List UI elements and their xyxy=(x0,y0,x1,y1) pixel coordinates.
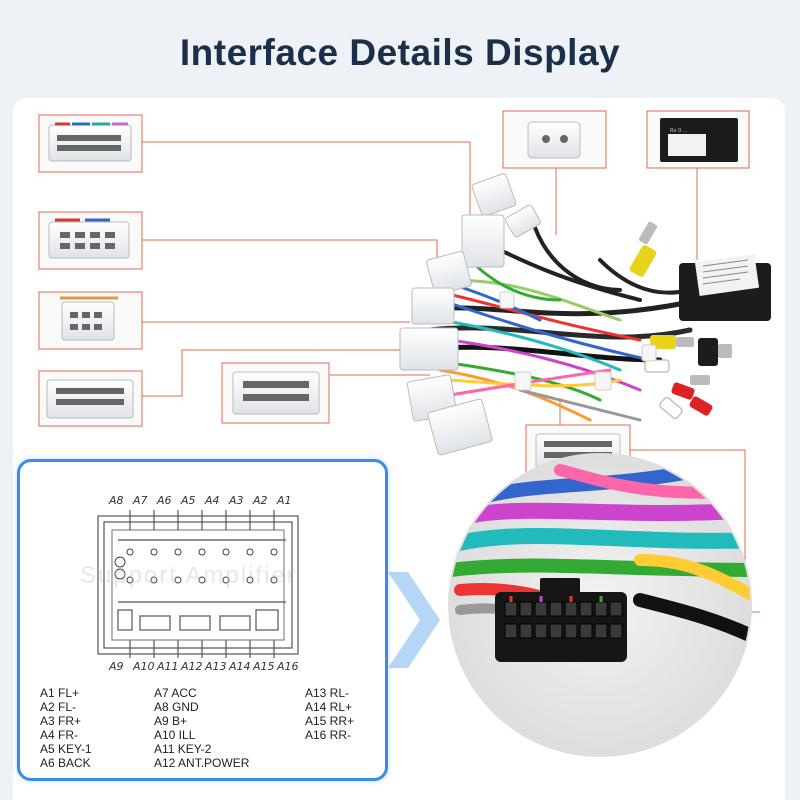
pin-list-item: A2 FL- xyxy=(40,700,77,714)
pinout-outline xyxy=(97,510,299,658)
pin-label-top: A2 xyxy=(253,494,268,507)
pin-label-bottom: A9 xyxy=(109,660,124,673)
pin-list-item: A10 ILL xyxy=(154,728,196,742)
pin-label-bottom: A15 xyxy=(253,660,275,673)
pin-label-bottom: A16 xyxy=(277,660,299,673)
pin-list-item: A9 B+ xyxy=(154,714,188,728)
pin-label-top: A3 xyxy=(229,494,244,507)
canbus-module xyxy=(679,253,771,321)
module-thumb-label: Rx 0 ... xyxy=(670,128,688,134)
connector-thumb-5 xyxy=(221,362,330,424)
connector-thumb-3 xyxy=(38,291,143,350)
connector-thumb-4 xyxy=(38,370,143,427)
pin-list-item: A1 FL+ xyxy=(40,686,80,700)
pinout-diagram xyxy=(97,510,299,658)
pin-label-top: A4 xyxy=(205,494,220,507)
connector-thumb-2 xyxy=(38,211,143,270)
pin-label-bottom: A13 xyxy=(205,660,227,673)
page-title: Interface Details Display xyxy=(179,32,621,73)
pin-list-item: A12 ANT.POWER xyxy=(154,756,250,770)
pin-list-col1: A1 FL+ A2 FL- A3 FR+ A4 FR- A5 KEY-1 A6 … xyxy=(40,686,92,770)
pin-list-item: A16 RR- xyxy=(305,728,352,742)
pin-label-bottom: A11 xyxy=(157,660,179,673)
pin-list-item: A8 GND xyxy=(154,700,199,714)
pin-label-top: A6 xyxy=(157,494,172,507)
pin-label-top: A7 xyxy=(133,494,148,507)
pin-list-item: A15 RR+ xyxy=(305,714,355,728)
connector-cavities xyxy=(504,601,623,639)
pin-list-col3: A13 RL- A14 RL+ A15 RR+ A16 RR- xyxy=(305,686,354,742)
pin-list-item: A11 KEY-2 xyxy=(154,742,212,756)
pin-list-item: A6 BACK xyxy=(40,756,91,770)
connector-thumb-6 xyxy=(502,110,607,169)
pin-label-top: A5 xyxy=(181,494,196,507)
pinout-cavities xyxy=(114,548,278,584)
pin-list-item: A5 KEY-1 xyxy=(40,742,92,756)
pin-list-item: A13 RL- xyxy=(305,686,350,700)
small-tags xyxy=(499,291,657,391)
module-thumb: Rx 0 ... xyxy=(646,110,750,169)
pin-label-top: A1 xyxy=(277,494,292,507)
watermark: Support Amplifier xyxy=(80,562,297,589)
pin-label-bottom: A10 xyxy=(133,660,155,673)
pin-label-bottom: A12 xyxy=(181,660,203,673)
connector-thumb-1 xyxy=(38,114,143,173)
harness-plugs xyxy=(399,173,541,456)
pin-label-top: A8 xyxy=(109,494,124,507)
arrow-right-icon xyxy=(388,572,440,668)
pin-list-item: A14 RL+ xyxy=(305,700,353,714)
pin-list-item: A3 FR+ xyxy=(40,714,82,728)
pin-label-bottom: A14 xyxy=(229,660,251,673)
pin-list-col2: A7 ACC A8 GND A9 B+ A10 ILL A11 KEY-2 A1… xyxy=(154,686,249,770)
rca-plugs xyxy=(629,221,732,419)
callout-lines xyxy=(142,141,760,613)
connector-photo xyxy=(448,453,752,757)
pin-list-item: A4 FR- xyxy=(40,728,79,742)
pin-list-item: A7 ACC xyxy=(154,686,197,700)
